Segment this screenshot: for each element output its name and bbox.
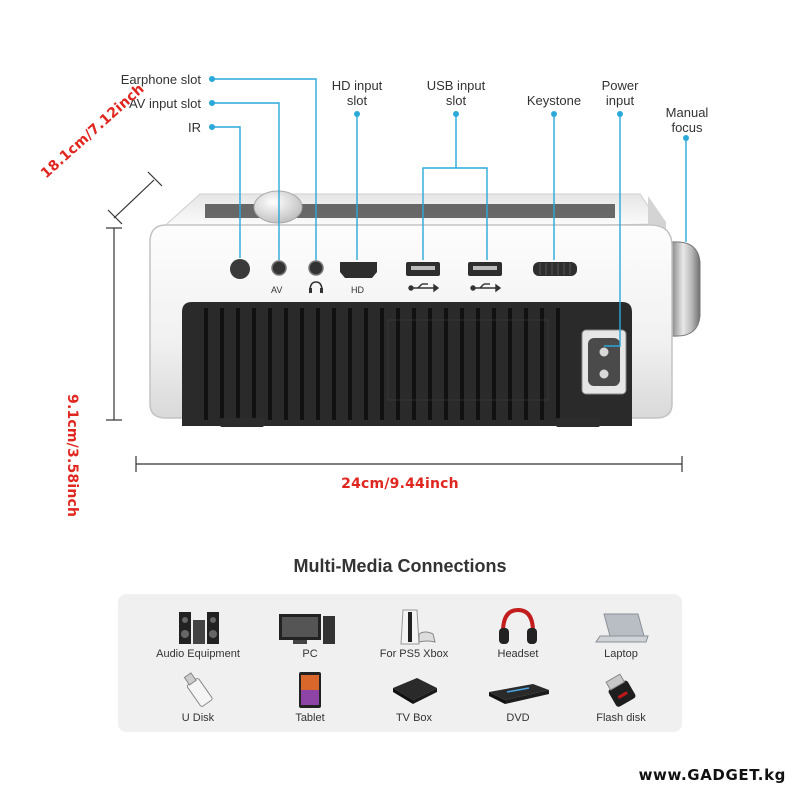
media-item-flashdisk: Flash disk xyxy=(566,670,676,724)
flash-disk-icon xyxy=(605,673,636,707)
pc-icon xyxy=(279,614,335,644)
focus-knob xyxy=(253,190,303,224)
keystone-wheel xyxy=(533,262,577,276)
callout-focus-line1: Manual xyxy=(665,105,709,120)
dimension-height-text: 9.1cm/3.58inch xyxy=(64,394,80,518)
media-item-tablet: Tablet xyxy=(255,670,365,724)
dimension-lines xyxy=(106,171,683,472)
earphone-port xyxy=(308,260,324,276)
callout-usb-line2: slot xyxy=(445,93,467,108)
media-item-laptop: Laptop xyxy=(566,606,676,660)
media-item-headset: Headset xyxy=(463,606,573,660)
speaker-icon xyxy=(179,612,219,644)
console-icon xyxy=(400,609,436,645)
media-label-dvd: DVD xyxy=(506,712,530,724)
tablet-icon xyxy=(299,672,321,708)
media-item-udisk: U Disk xyxy=(143,670,253,724)
hdmi-port xyxy=(340,262,377,278)
media-label-tvbox: TV Box xyxy=(395,712,433,724)
media-label-tablet: Tablet xyxy=(295,712,325,724)
foot-right xyxy=(556,418,600,427)
media-label-udisk: U Disk xyxy=(181,712,215,724)
watermark: www.GADGET.kg xyxy=(638,766,786,784)
callout-power-line2: input xyxy=(605,93,635,108)
projector-rear-illustration xyxy=(106,76,701,472)
callout-power-input: Power input xyxy=(585,78,655,108)
usb-drive-icon xyxy=(183,672,213,707)
lens-ring xyxy=(671,241,701,337)
dimension-height: 9.1cm/3.58inch xyxy=(64,394,80,517)
callout-ir: IR xyxy=(188,120,201,135)
callout-lines xyxy=(212,78,687,347)
dvd-player-icon xyxy=(489,684,549,704)
port-label-av: AV xyxy=(271,285,283,295)
media-item-console: For PS5 Xbox xyxy=(359,606,469,660)
media-label-console: For PS5 Xbox xyxy=(379,648,449,660)
media-item-tvbox: TV Box xyxy=(359,670,469,724)
media-item-pc: PC xyxy=(255,606,365,660)
av-port xyxy=(271,260,287,276)
callout-hd-input-slot: HD input slot xyxy=(317,78,397,108)
callout-focus-line2: focus xyxy=(671,120,703,135)
media-item-audio: Audio Equipment xyxy=(143,606,253,660)
callout-hd-line1: HD input xyxy=(331,78,383,93)
vent-slats xyxy=(204,308,560,420)
callout-usb-input-slot: USB input slot xyxy=(411,78,501,108)
vent-panel xyxy=(182,302,632,426)
dimension-width: 24cm/9.44inch xyxy=(341,476,459,492)
media-panel: Audio Equipment PC For PS5 Xbox Headset … xyxy=(118,594,682,732)
media-label-pc: PC xyxy=(302,648,318,660)
ir-receiver xyxy=(230,259,250,279)
usb-symbol-icon xyxy=(408,283,502,293)
callout-power-line1: Power xyxy=(601,78,639,93)
callout-usb-line1: USB input xyxy=(426,78,486,93)
headphone-icon xyxy=(309,281,323,292)
callout-hd-line2: slot xyxy=(346,93,368,108)
media-item-dvd: DVD xyxy=(463,670,573,724)
port-label-hd: HD xyxy=(351,285,364,295)
laptop-icon xyxy=(595,613,649,643)
media-label-audio: Audio Equipment xyxy=(156,648,240,660)
media-label-flashdisk: Flash disk xyxy=(596,712,646,724)
tv-box-icon xyxy=(393,678,437,704)
media-label-laptop: Laptop xyxy=(604,648,638,660)
callout-manual-focus: Manual focus xyxy=(651,105,723,135)
callout-earphone-slot: Earphone slot xyxy=(120,72,201,87)
foot-left xyxy=(220,418,264,427)
section-title: Multi-Media Connections xyxy=(293,556,507,576)
headset-icon xyxy=(499,607,537,644)
media-label-headset: Headset xyxy=(497,648,539,660)
callout-keystone: Keystone xyxy=(526,93,582,108)
callout-av-input-slot: AV input slot xyxy=(128,96,201,111)
